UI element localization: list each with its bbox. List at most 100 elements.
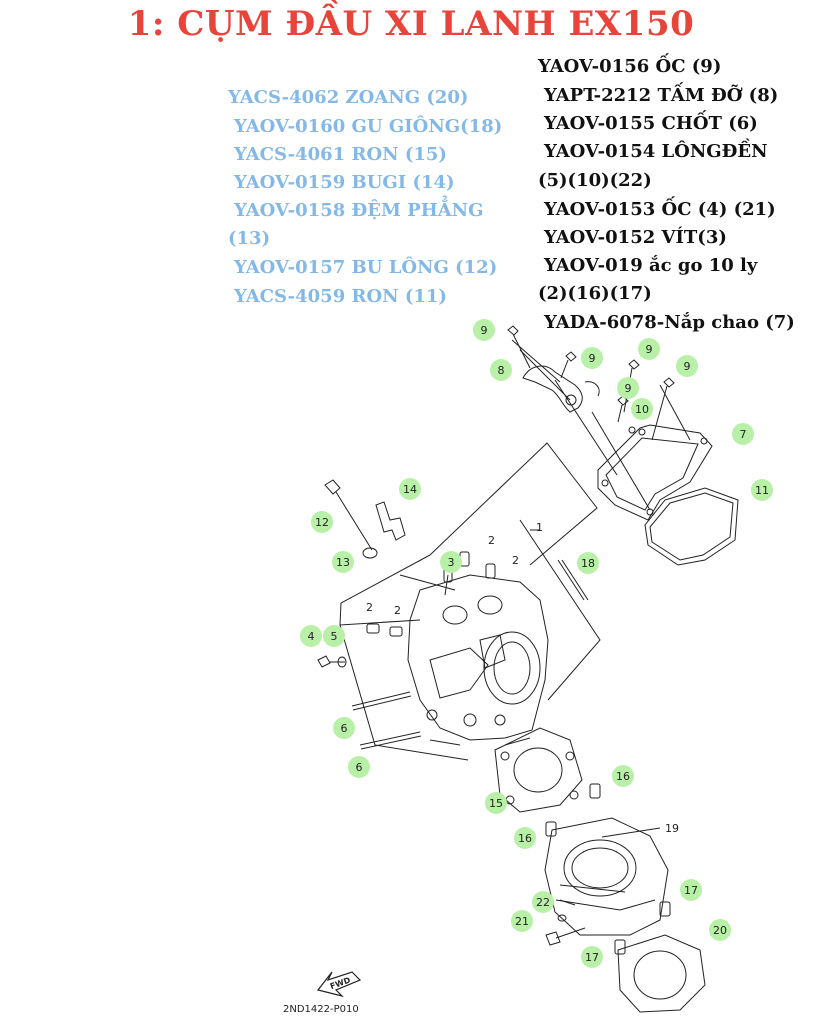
callout-number: 9 xyxy=(625,382,632,395)
callout-number: 15 xyxy=(489,797,503,810)
callout-5: 5 xyxy=(323,625,345,647)
cylinder-block xyxy=(544,817,669,936)
callout-number: 13 xyxy=(336,556,350,569)
callout-16: 16 xyxy=(612,765,634,787)
callout-circle xyxy=(732,423,754,445)
callout-17: 17 xyxy=(581,946,603,968)
callout-12: 12 xyxy=(311,511,333,533)
part-label-2: 2 xyxy=(366,601,373,614)
spark-plug xyxy=(375,501,406,541)
callout-circle xyxy=(751,479,773,501)
part-label-2: 2 xyxy=(512,554,519,567)
callout-22: 22 xyxy=(532,891,554,913)
right-list-item: YAOV-0153 ỐC (4) (21) xyxy=(544,199,776,220)
callout-number: 9 xyxy=(684,360,691,373)
callout-15: 15 xyxy=(485,792,507,814)
callout-8: 8 xyxy=(490,359,512,381)
head-cover xyxy=(597,424,713,521)
callout-circle xyxy=(514,827,536,849)
right-list-item: (2)(16)(17) xyxy=(538,283,652,304)
callout-circle xyxy=(709,919,731,941)
callout-number: 4 xyxy=(308,630,315,643)
callout-17: 17 xyxy=(680,879,702,901)
callout-circle xyxy=(440,551,462,573)
callout-circle xyxy=(676,355,698,377)
right-list-item: YAPT-2212 TẤM ĐỠ (8) xyxy=(544,85,779,106)
callout-16: 16 xyxy=(514,827,536,849)
part-label-1: 1 xyxy=(536,521,543,534)
callout-circle xyxy=(617,377,639,399)
callout-number: 11 xyxy=(755,484,769,497)
right-list-item: YAOV-0152 VÍT(3) xyxy=(544,227,727,248)
callout-3: 3 xyxy=(440,551,462,573)
callout-9: 9 xyxy=(473,319,495,341)
bolt xyxy=(651,377,675,441)
head-bolt xyxy=(324,479,373,551)
callout-circle xyxy=(348,756,370,778)
callout-circle xyxy=(532,891,554,913)
callout-10: 10 xyxy=(631,398,653,420)
callout-14: 14 xyxy=(399,478,421,500)
base-gasket xyxy=(617,934,706,1013)
left-list-item: YACS-4059 RON (11) xyxy=(234,286,447,307)
fwd-label: FWD xyxy=(329,975,352,991)
callout-circle xyxy=(511,910,533,932)
callout-21: 21 xyxy=(511,910,533,932)
bolt xyxy=(560,351,577,379)
callout-circle xyxy=(680,879,702,901)
callout-13: 13 xyxy=(332,551,354,573)
callout-number: 9 xyxy=(589,352,596,365)
callout-9: 9 xyxy=(676,355,698,377)
stud xyxy=(557,559,589,601)
callout-circle xyxy=(399,478,421,500)
page-title: 1: CỤM ĐẦU XI LANH EX150 xyxy=(127,4,695,44)
part-label-2: 2 xyxy=(488,534,495,547)
cylinder-head xyxy=(407,574,549,741)
cover-gasket xyxy=(644,487,739,566)
callout-11: 11 xyxy=(751,479,773,501)
callout-number: 7 xyxy=(740,428,747,441)
callout-number: 14 xyxy=(403,483,417,496)
bolt xyxy=(617,395,629,423)
callout-circle xyxy=(490,359,512,381)
callout-9: 9 xyxy=(581,347,603,369)
callout-circle xyxy=(473,319,495,341)
callout-number: 3 xyxy=(448,556,455,569)
left-list-item: YAOV-0160 GU GIÔNG(18) xyxy=(234,116,503,137)
part-label-19: 19 xyxy=(665,822,679,835)
callout-number: 6 xyxy=(356,761,363,774)
callout-7: 7 xyxy=(732,423,754,445)
right-list-item: YAOV-019 ắc go 10 ly xyxy=(544,255,758,276)
callout-number: 16 xyxy=(518,832,532,845)
left-list-item: YACS-4061 RON (15) xyxy=(234,144,447,165)
callout-number: 22 xyxy=(536,896,550,909)
callout-number: 17 xyxy=(585,951,599,964)
callout-number: 17 xyxy=(684,884,698,897)
callout-4: 4 xyxy=(300,625,322,647)
fwd-arrow-icon: FWD xyxy=(316,971,362,998)
right-list-item: YADA-6078-Nắp chao (7) xyxy=(544,312,795,333)
callout-circle xyxy=(332,551,354,573)
callout-number: 9 xyxy=(646,343,653,356)
diagram-code: 2ND1422-P010 xyxy=(283,1004,359,1015)
left-list-item: YAOV-0159 BUGI (14) xyxy=(234,172,455,193)
callout-number: 9 xyxy=(481,324,488,337)
right-list-item: YAOV-0154 LÔNGĐỀN xyxy=(544,141,768,162)
callout-number: 5 xyxy=(331,630,338,643)
callout-circle xyxy=(300,625,322,647)
callout-circle xyxy=(631,398,653,420)
bracket xyxy=(522,365,583,413)
callout-20: 20 xyxy=(709,919,731,941)
callout-circle xyxy=(323,625,345,647)
left-list-item: YACS-4062 ZOANG (20) xyxy=(228,87,469,108)
callout-circle xyxy=(638,338,660,360)
callout-circle xyxy=(333,717,355,739)
callout-number: 8 xyxy=(498,364,505,377)
right-list-item: YAOV-0155 CHỐT (6) xyxy=(544,113,758,134)
callout-number: 20 xyxy=(713,924,727,937)
callout-circle xyxy=(485,792,507,814)
callout-circle xyxy=(311,511,333,533)
right-list-item: YAOV-0156 ỐC (9) xyxy=(538,56,722,77)
callout-number: 21 xyxy=(515,915,529,928)
